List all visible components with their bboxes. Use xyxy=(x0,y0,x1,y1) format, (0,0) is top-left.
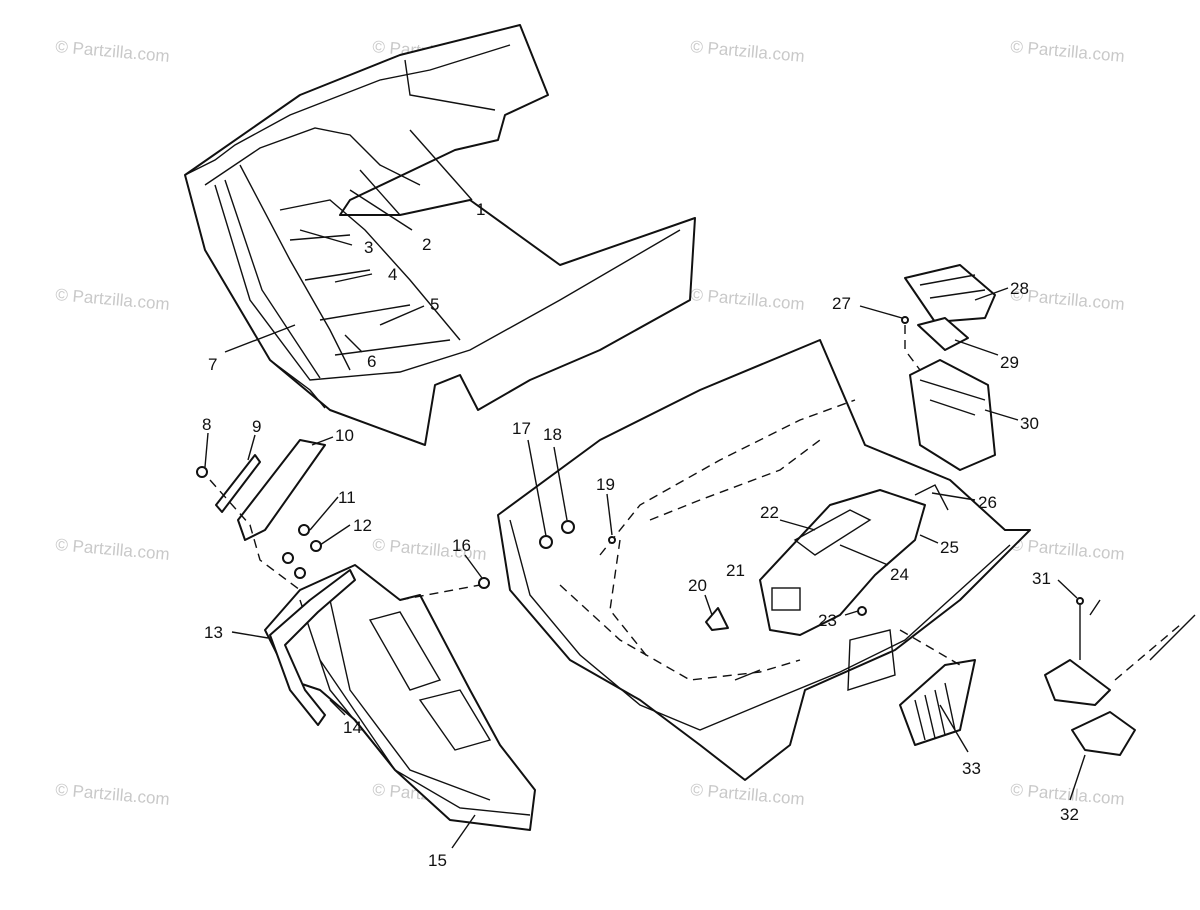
callout-13: 13 xyxy=(204,623,223,642)
callout-26: 26 xyxy=(978,493,997,512)
callout-8: 8 xyxy=(202,415,211,434)
callout-32: 32 xyxy=(1060,805,1079,824)
watermark: © Partzilla.com xyxy=(690,37,806,66)
callout-30: 30 xyxy=(1020,414,1039,433)
callouts: 1 2 3 4 5 6 7 8 9 10 11 12 13 14 15 16 1… xyxy=(202,200,1079,870)
leader-lines xyxy=(204,129,1086,849)
callout-18: 18 xyxy=(543,425,562,444)
watermark: © Partzilla.com xyxy=(55,535,171,564)
callout-4: 4 xyxy=(388,265,397,284)
callout-21: 21 xyxy=(726,561,745,580)
callout-24: 24 xyxy=(890,565,909,584)
callout-12: 12 xyxy=(353,516,372,535)
callout-14: 14 xyxy=(343,718,362,737)
callout-19: 19 xyxy=(596,475,615,494)
box-lid xyxy=(904,264,996,323)
front-hood-assembly xyxy=(497,339,1031,781)
callout-3: 3 xyxy=(364,238,373,257)
watermark: © Partzilla.com xyxy=(55,780,171,809)
gauge-window xyxy=(771,587,801,611)
hardware-left xyxy=(196,439,949,631)
upper-cowl-assembly xyxy=(184,24,696,446)
box-pad xyxy=(917,317,969,351)
clip xyxy=(237,439,326,541)
screw xyxy=(196,466,208,478)
watermark: © Partzilla.com xyxy=(1010,535,1126,564)
callout-5: 5 xyxy=(430,295,439,314)
bumper-bracket xyxy=(269,569,356,726)
callout-16: 16 xyxy=(452,536,471,555)
callout-9: 9 xyxy=(252,417,261,436)
hinge-cover xyxy=(1071,711,1136,756)
watermark: © Partzilla.com xyxy=(1010,37,1126,66)
callout-11: 11 xyxy=(338,488,356,507)
callout-27: 27 xyxy=(832,294,851,313)
watermark: © Partzilla.com xyxy=(690,285,806,314)
callout-23: 23 xyxy=(818,611,837,630)
instrument-housing-body xyxy=(759,489,926,636)
bracket xyxy=(215,454,261,513)
front-bumper-body xyxy=(264,564,536,831)
front-bumper-assembly xyxy=(264,564,536,831)
hinge-and-vent xyxy=(899,597,1196,756)
watermark: © Partzilla.com xyxy=(690,780,806,809)
watermark: © Partzilla.com xyxy=(55,285,171,314)
callout-1: 1 xyxy=(476,200,485,219)
callout-25: 25 xyxy=(940,538,959,557)
callout-31: 31 xyxy=(1032,569,1051,588)
callout-2: 2 xyxy=(422,235,431,254)
callout-29: 29 xyxy=(1000,353,1019,372)
instrument-housing xyxy=(759,489,926,636)
callout-7: 7 xyxy=(208,355,217,374)
callout-17: 17 xyxy=(512,419,531,438)
callout-10: 10 xyxy=(335,426,354,445)
callout-28: 28 xyxy=(1010,279,1029,298)
callout-22: 22 xyxy=(760,503,779,522)
callout-20: 20 xyxy=(688,576,707,595)
front-hood-shell xyxy=(497,339,1031,781)
upper-cowl-shell xyxy=(184,24,696,446)
callout-6: 6 xyxy=(367,352,376,371)
storage-box-parts xyxy=(901,264,996,471)
callout-15: 15 xyxy=(428,851,447,870)
callout-33: 33 xyxy=(962,759,981,778)
hinge-plate xyxy=(1044,659,1111,706)
watermark: © Partzilla.com xyxy=(55,37,171,66)
storage-box xyxy=(909,359,996,471)
